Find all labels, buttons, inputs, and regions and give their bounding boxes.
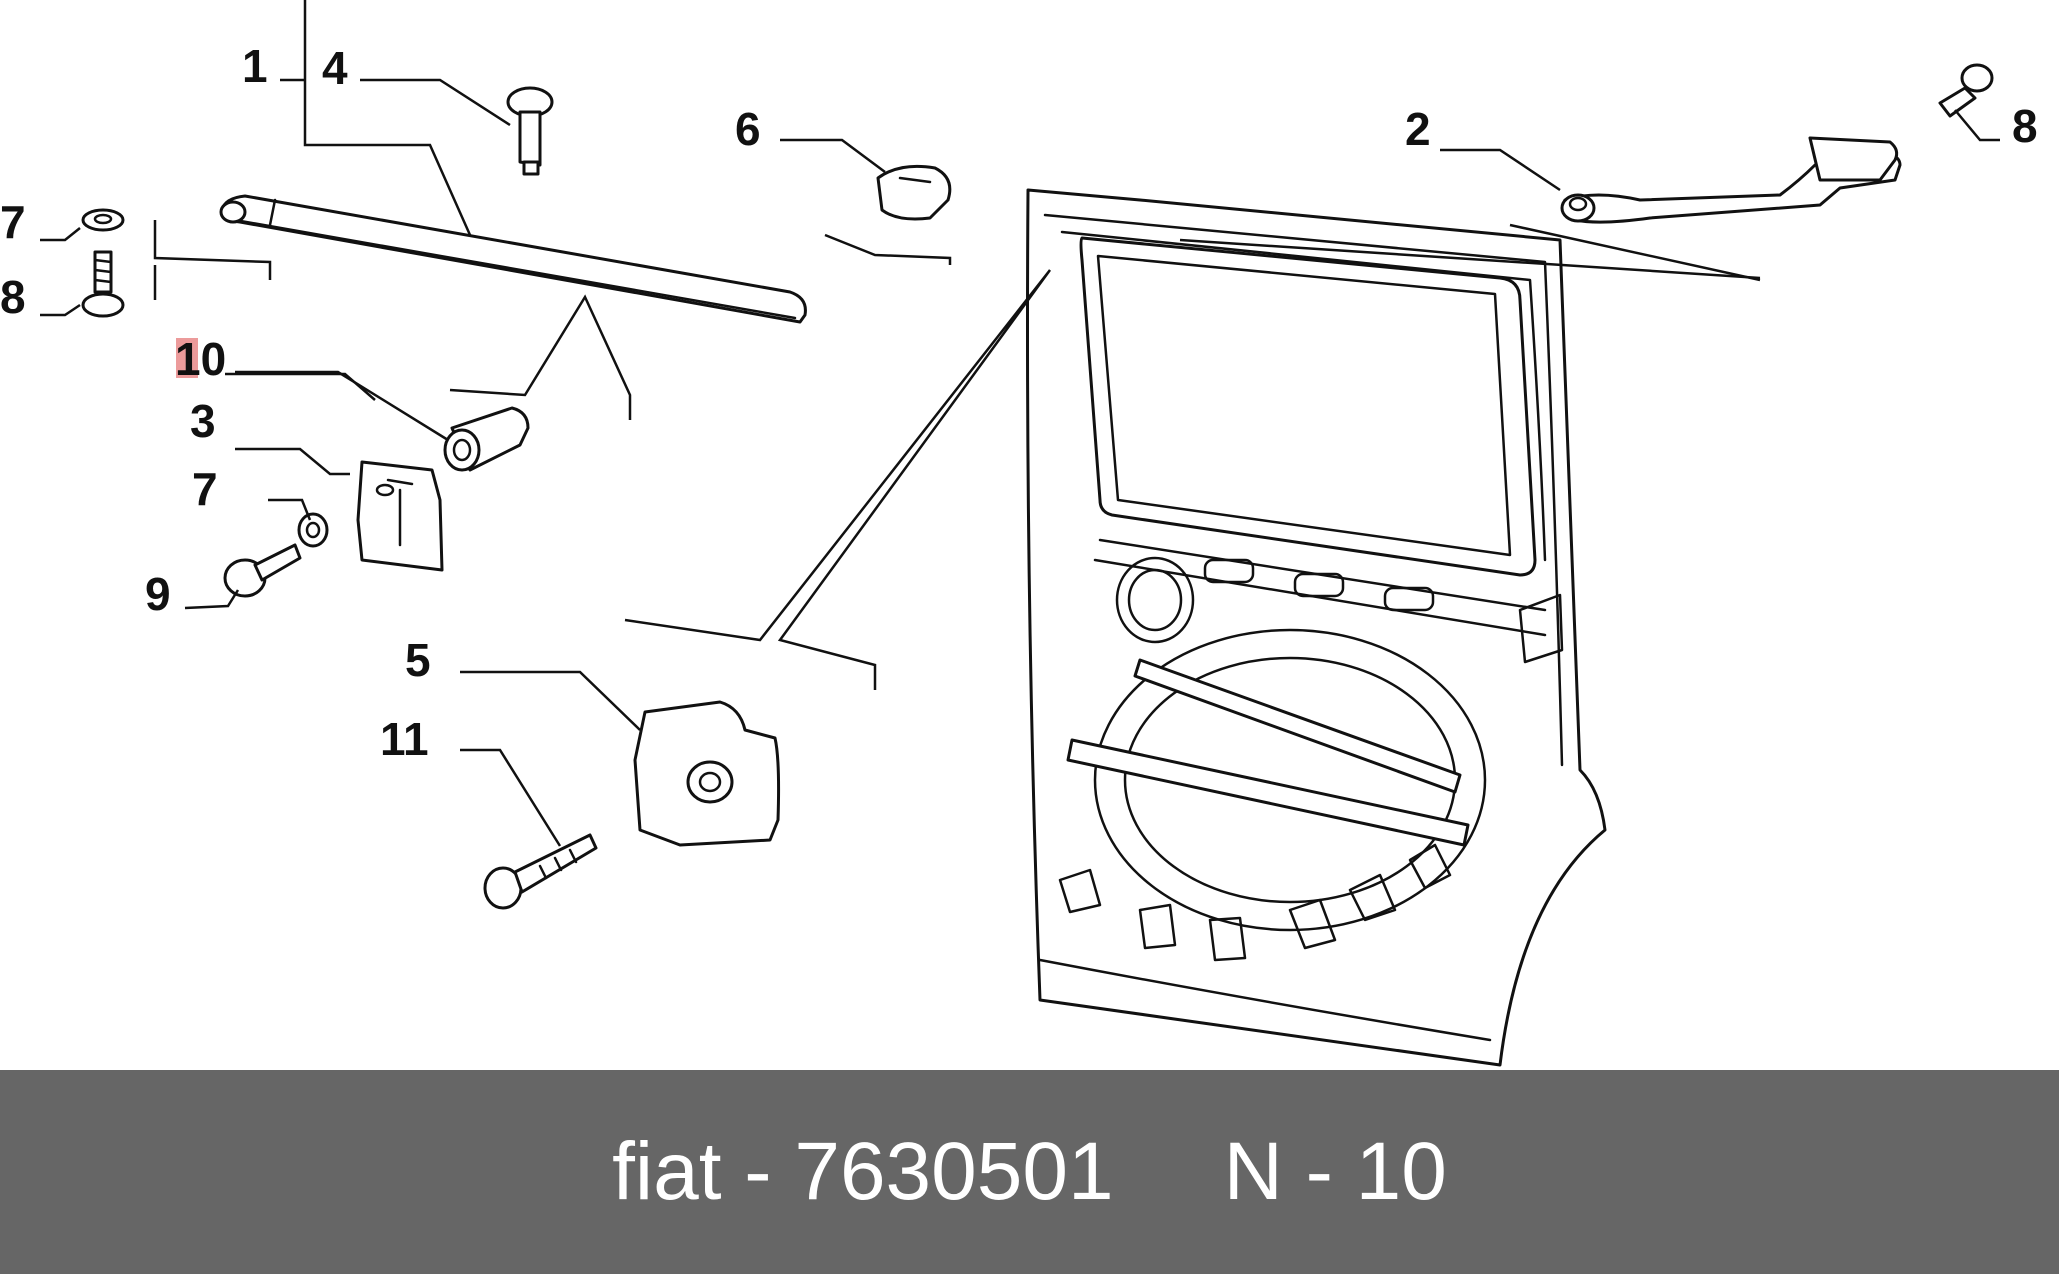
label-part-9: 9 — [145, 568, 171, 620]
part-1-guide-rail-drawing — [219, 194, 807, 324]
door-panel-drawing — [1026, 188, 1607, 1067]
leader-lines — [40, 0, 2000, 847]
part-4-clip-drawing — [506, 86, 554, 176]
exploded-parts-diagram: 1 4 2 8 6 7 8 10 3 7 9 5 11 — [0, 0, 2038, 1067]
label-part-8-right: 8 — [2012, 100, 2038, 152]
part-6-cap-drawing — [876, 164, 952, 221]
caption-position-code: N - 10 — [1223, 1126, 1447, 1217]
part-10-bushing-drawing — [443, 406, 530, 472]
part-10-highlight — [176, 338, 198, 378]
part-9-screw-drawing — [223, 543, 302, 598]
label-part-7-lower: 7 — [192, 463, 218, 515]
part-7-washer-upper-drawing — [81, 208, 125, 232]
label-part-6: 6 — [735, 103, 761, 155]
part-number-labels: 1 4 2 8 6 7 8 10 3 7 9 5 11 — [0, 40, 2038, 765]
label-part-11: 11 — [380, 713, 429, 765]
part-5-stop-block-drawing — [633, 700, 781, 847]
label-part-5: 5 — [405, 634, 431, 686]
caption-text-row: fiat - 7630501 N - 10 — [0, 1070, 2059, 1274]
part-2-upper-bracket-drawing — [1560, 136, 1902, 224]
part-8-screw-left-drawing — [81, 250, 125, 318]
caption-bar: fiat - 7630501 N - 10 — [0, 1070, 2059, 1274]
part-7-washer-lower-drawing — [297, 512, 329, 548]
label-part-10: 10 — [175, 333, 226, 385]
part-8-screw-right-drawing — [1938, 63, 1994, 118]
caption-brand-part-number: fiat - 7630501 — [612, 1126, 1114, 1217]
part-3-bracket-plate-drawing — [356, 460, 444, 572]
part-11-bolt-drawing — [483, 833, 598, 910]
label-part-2: 2 — [1405, 103, 1431, 155]
label-part-8-left: 8 — [0, 271, 26, 323]
label-part-7-upper: 7 — [0, 196, 26, 248]
label-part-1: 1 — [242, 40, 268, 92]
label-part-4: 4 — [322, 42, 348, 94]
label-part-3: 3 — [190, 395, 216, 447]
